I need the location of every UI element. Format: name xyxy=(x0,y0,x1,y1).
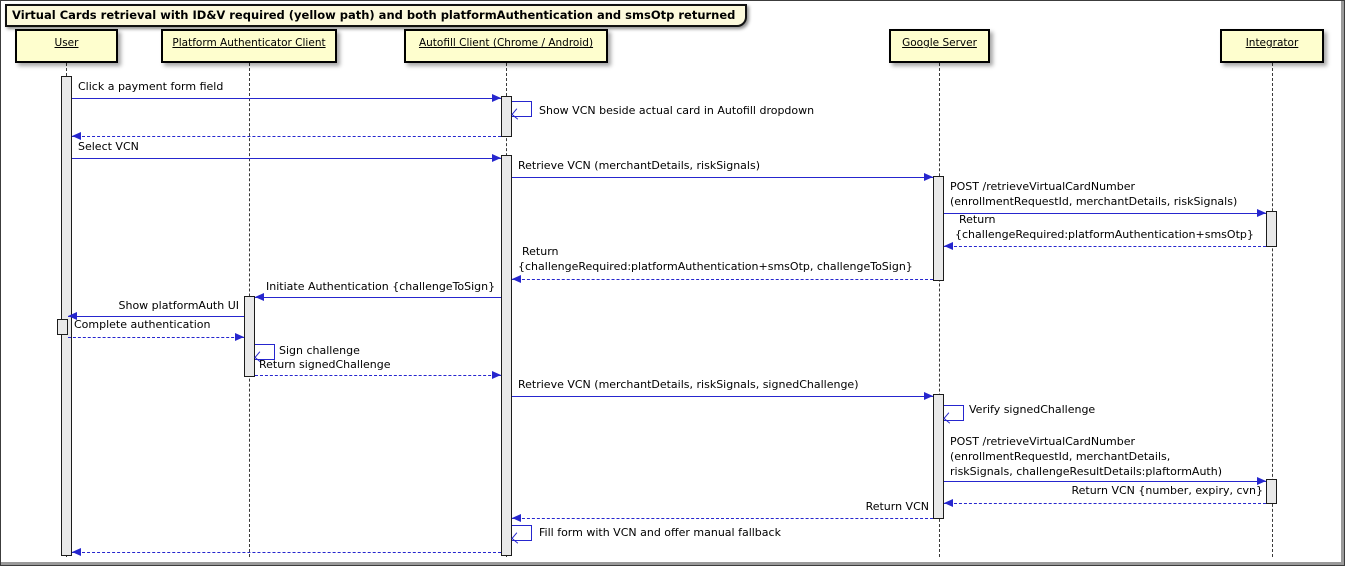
participant-label: Google Server xyxy=(902,37,977,49)
arrowhead-icon xyxy=(944,499,953,507)
participant-box-platform-authenticator: Platform Authenticator Client xyxy=(161,29,337,63)
message-label: Return xyxy=(522,245,559,258)
arrowhead-icon xyxy=(492,154,501,162)
message-arrow xyxy=(512,518,933,519)
message-arrow xyxy=(512,279,933,280)
message-arrow xyxy=(944,246,1266,247)
lifeline-integrator xyxy=(1272,63,1273,557)
message-label: Select VCN xyxy=(78,140,139,153)
activation-platform-authenticator xyxy=(244,296,255,377)
message-label: Retrieve VCN (merchantDetails, riskSigna… xyxy=(518,378,859,391)
message-arrow xyxy=(72,136,501,137)
message-arrow xyxy=(72,158,501,159)
message-label: Return xyxy=(959,213,996,226)
message-label: POST /retrieveVirtualCardNumber xyxy=(950,180,1136,193)
message-arrow xyxy=(72,98,501,99)
self-message-loop xyxy=(512,101,532,117)
arrowhead-icon xyxy=(72,548,81,556)
participant-label: Autofill Client (Chrome / Android) xyxy=(418,37,594,49)
arrowhead-icon xyxy=(68,312,77,320)
message-arrow xyxy=(68,316,244,317)
message-label: Return VCN xyxy=(865,500,929,513)
self-message-loop xyxy=(944,405,964,421)
message-arrow xyxy=(944,481,1266,482)
activation-google-1 xyxy=(933,176,944,281)
self-message-loop xyxy=(512,525,532,541)
activation-autofill-1 xyxy=(501,96,512,137)
message-label: Initiate Authentication {challengeToSign… xyxy=(266,280,496,293)
participant-box-google-server: Google Server xyxy=(889,29,990,63)
message-label: {challengeRequired:platformAuthenticatio… xyxy=(518,260,913,273)
message-label: Show VCN beside actual card in Autofill … xyxy=(539,104,815,117)
message-label: Complete authentication xyxy=(74,318,211,331)
participant-box-integrator: Integrator xyxy=(1220,29,1324,63)
participant-box-user: User xyxy=(15,29,118,63)
message-arrow xyxy=(944,503,1266,504)
message-label: (enrollmentRequestId, merchantDetails, r… xyxy=(950,195,1238,208)
participant-box-autofill-client: Autofill Client (Chrome / Android) xyxy=(404,29,608,63)
participant-label: Integrator xyxy=(1245,37,1299,49)
arrowhead-icon xyxy=(512,514,521,522)
message-label: Verify signedChallenge xyxy=(969,403,1096,416)
activation-integrator-1 xyxy=(1266,211,1277,247)
lifeline-google-server xyxy=(939,63,940,557)
message-arrow xyxy=(512,396,933,397)
activation-google-2 xyxy=(933,394,944,519)
participant-label: Platform Authenticator Client xyxy=(172,37,326,49)
arrowhead-icon xyxy=(1257,209,1266,217)
message-arrow xyxy=(72,552,501,553)
arrowhead-icon xyxy=(924,392,933,400)
message-label: Return signedChallenge xyxy=(259,358,391,371)
participant-label: User xyxy=(54,37,79,49)
arrowhead-icon xyxy=(512,275,521,283)
activation-integrator-2 xyxy=(1266,479,1277,504)
arrowhead-icon xyxy=(944,242,953,250)
arrowhead-icon xyxy=(72,132,81,140)
message-label: Retrieve VCN (merchantDetails, riskSigna… xyxy=(518,159,760,172)
diagram-title: Virtual Cards retrieval with ID&V requir… xyxy=(5,4,748,27)
message-arrow xyxy=(944,213,1266,214)
message-arrow xyxy=(255,375,501,376)
arrowhead-icon xyxy=(924,173,933,181)
message-label: POST /retrieveVirtualCardNumber xyxy=(950,435,1136,448)
arrowhead-icon xyxy=(235,333,244,341)
activation-autofill-2 xyxy=(501,155,512,556)
arrowhead-icon xyxy=(492,371,501,379)
message-label: Return VCN {number, expiry, cvn} xyxy=(1071,484,1263,497)
message-label: (enrollmentRequestId, merchantDetails, xyxy=(950,450,1171,463)
message-arrow xyxy=(68,337,244,338)
message-label: Fill form with VCN and offer manual fall… xyxy=(539,526,781,539)
arrowhead-icon xyxy=(1257,477,1266,485)
self-message-loop xyxy=(255,344,275,360)
message-arrow xyxy=(255,297,501,298)
message-label: {challengeRequired:platformAuthenticatio… xyxy=(955,228,1254,241)
message-label: Show platformAuth UI xyxy=(118,299,240,312)
message-label: Click a payment form field xyxy=(78,80,224,93)
arrowhead-icon xyxy=(492,94,501,102)
message-label: Sign challenge xyxy=(279,344,360,357)
arrowhead-icon xyxy=(255,293,264,301)
message-label: riskSignals, challengeResultDetails:plaf… xyxy=(950,465,1223,478)
activation-user-nested xyxy=(57,319,68,335)
message-arrow xyxy=(512,177,933,178)
